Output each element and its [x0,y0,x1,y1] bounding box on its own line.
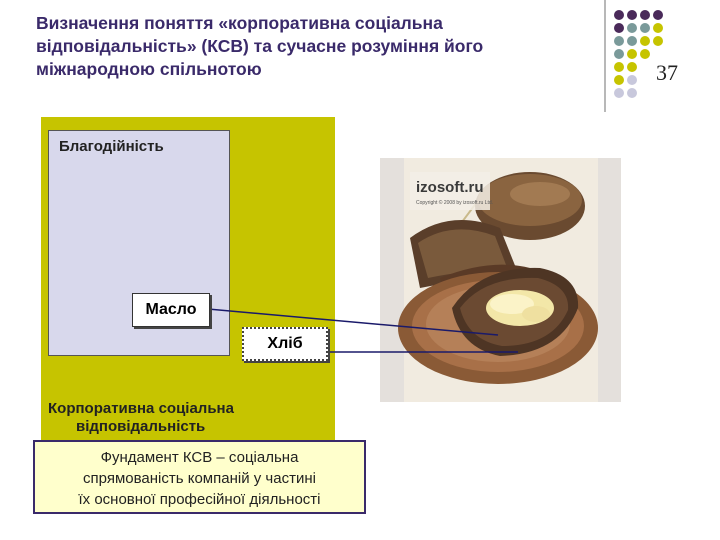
foundation-line2: спрямованість компаній у частині [35,468,364,489]
bread-label: Хліб [242,327,328,361]
foundation-line3: їх основної професійної діяльності [35,489,364,510]
foundation-line1: Фундамент КСВ – соціальна [35,447,364,468]
foundation-box: Фундамент КСВ – соціальна спрямованість … [33,440,366,514]
butter-label: Масло [132,293,210,327]
